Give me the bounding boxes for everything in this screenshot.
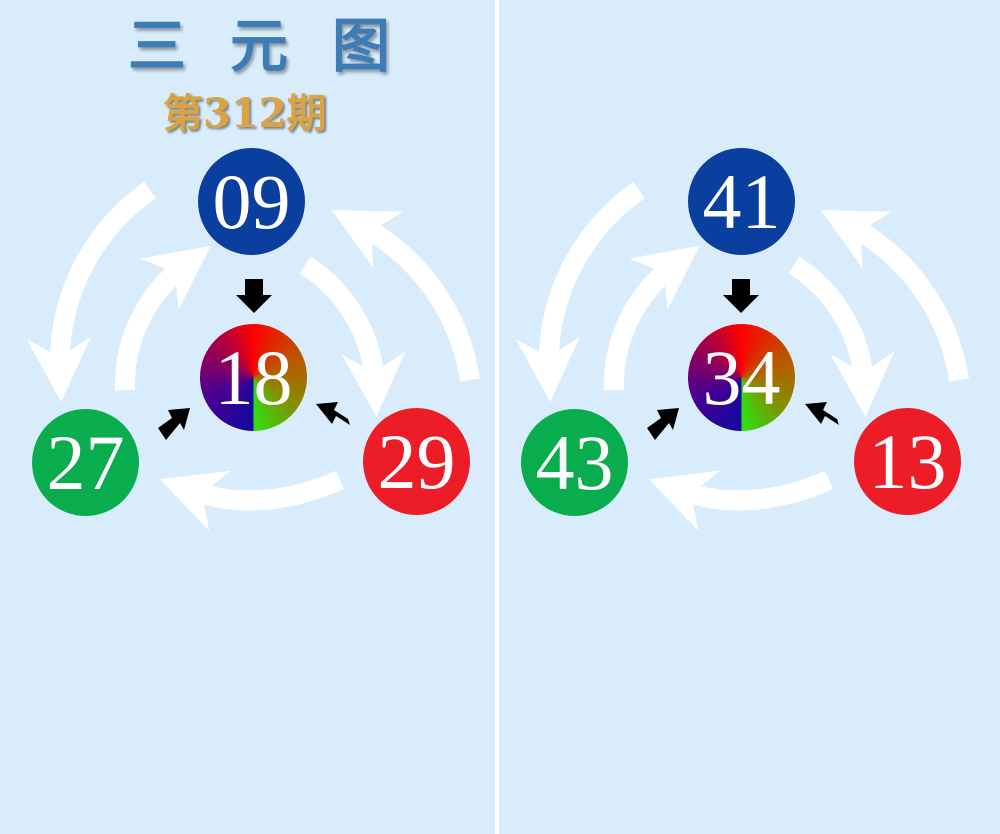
arrow-up-right-icon	[647, 408, 679, 440]
arrow-up-left-icon	[316, 402, 350, 425]
arrow-down-icon	[236, 279, 272, 313]
ball-right: 29	[363, 408, 470, 515]
panel-left: 三元图 第312期 09 18 27 29	[0, 0, 495, 834]
cycle-arrows	[515, 181, 969, 531]
panel-divider	[495, 0, 499, 834]
ball-center: 18	[200, 324, 307, 431]
panel-right: 41 34 43 13	[489, 0, 984, 834]
ball-left: 27	[32, 409, 139, 516]
ball-left: 43	[521, 409, 628, 516]
inward-arrows	[158, 279, 350, 440]
ball-top: 09	[198, 148, 305, 255]
ball-right: 13	[854, 408, 961, 515]
cycle-arrows	[26, 181, 480, 531]
arrow-up-right-icon	[158, 408, 190, 440]
issue-number: 第312期	[163, 90, 327, 137]
inward-arrows	[647, 279, 839, 440]
chart-title: 三元图	[128, 12, 435, 80]
arrow-down-icon	[723, 279, 759, 313]
arrow-up-left-icon	[805, 402, 839, 425]
ball-top: 41	[688, 148, 795, 255]
ball-center: 34	[688, 324, 795, 431]
